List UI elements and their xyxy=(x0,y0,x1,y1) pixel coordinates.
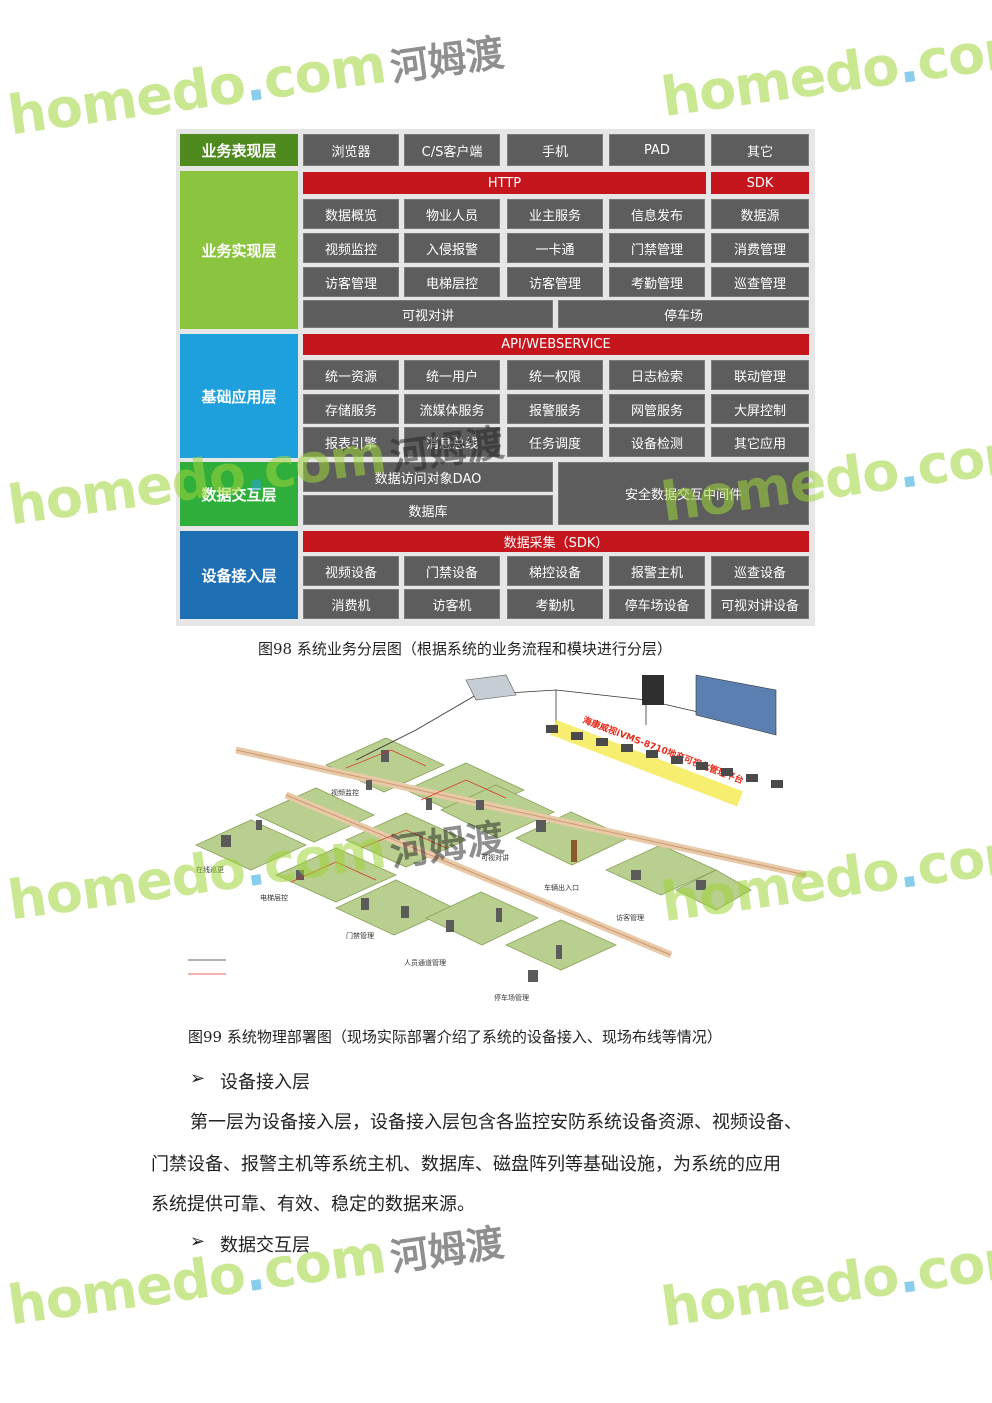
watermark: homedo.com xyxy=(657,13,992,130)
cable-pipes xyxy=(235,746,807,959)
cell-base: 报表引擎 xyxy=(303,427,399,457)
paragraph-line: 门禁设备、报警主机等系统主机、数据库、磁盘阵列等基础设施，为系统的应用 xyxy=(151,1154,781,1175)
cell-impl: 电梯层控 xyxy=(404,267,500,297)
figure-98-caption: 图98 系统业务分层图（根据系统的业务流程和模块进行分层） xyxy=(258,640,672,658)
layer-device-access: 设备接入层 xyxy=(180,531,298,619)
cell-device: 门禁设备 xyxy=(404,556,500,586)
watermark: homedo.com 河姆渡 xyxy=(4,30,507,148)
cell-browser: 浏览器 xyxy=(303,134,399,166)
legend xyxy=(188,959,226,975)
cell-impl: 一卡通 xyxy=(507,233,603,263)
cell-impl: 物业人员 xyxy=(404,199,500,229)
bar-sdk: SDK xyxy=(711,172,809,194)
server-row xyxy=(546,725,783,788)
cell-impl: 信息发布 xyxy=(609,199,705,229)
zone-label-elevator: 电梯层控 xyxy=(260,893,288,902)
cell-base: 设备检测 xyxy=(609,427,705,457)
bullet-icon: ➢ xyxy=(190,1231,206,1252)
bullet-icon: ➢ xyxy=(190,1068,206,1089)
cell-other: 其它 xyxy=(711,134,809,166)
cell-device: 巡查设备 xyxy=(711,556,809,586)
control-center xyxy=(465,674,777,736)
physical-deployment-diagram: 海康威视iVMS-8710地产可视化管理平台 xyxy=(188,674,807,1002)
cell-impl: 考勤管理 xyxy=(609,267,705,297)
cell-impl: 访客管理 xyxy=(507,267,603,297)
cell-pad: PAD xyxy=(609,134,705,166)
cell-impl: 入侵报警 xyxy=(404,233,500,263)
cell-base: 联动管理 xyxy=(711,360,809,390)
cell-security-middleware: 安全数据交互中间件 xyxy=(558,462,809,525)
cell-device: 考勤机 xyxy=(507,589,603,619)
paragraph-line: 第一层为设备接入层，设备接入层包含各监控安防系统设备资源、视频设备、 xyxy=(190,1112,802,1133)
cell-device: 停车场设备 xyxy=(609,589,705,619)
cell-device: 消费机 xyxy=(303,589,399,619)
cell-phone: 手机 xyxy=(507,134,603,166)
layer-implementation: 业务实现层 xyxy=(180,171,298,329)
cell-impl: 数据源 xyxy=(711,199,809,229)
cell-impl: 数据概览 xyxy=(303,199,399,229)
cell-base: 网管服务 xyxy=(609,394,705,424)
cell-base: 统一权限 xyxy=(507,360,603,390)
device-icons xyxy=(221,750,706,982)
cell-base: 统一资源 xyxy=(303,360,399,390)
zone-label-intercom: 可视对讲 xyxy=(481,853,509,862)
cell-base: 其它应用 xyxy=(711,427,809,457)
figure-99-caption: 图99 系统物理部署图（现场实际部署介绍了系统的设备接入、现场布线等情况） xyxy=(188,1028,722,1046)
cell-base: 大屏控制 xyxy=(711,394,809,424)
layer-presentation: 业务表现层 xyxy=(180,134,298,166)
cell-impl: 视频监控 xyxy=(303,233,399,263)
layer-data-interaction: 数据交互层 xyxy=(180,462,298,526)
cell-base: 日志检索 xyxy=(609,360,705,390)
zone-label-turnstile: 人员通道管理 xyxy=(404,958,446,967)
cell-base: 消息总线 xyxy=(404,427,500,457)
bar-api: API/WEBSERVICE xyxy=(303,334,809,355)
paragraph-line: 系统提供可靠、有效、稳定的数据来源。 xyxy=(151,1194,475,1215)
zone-label-access: 门禁管理 xyxy=(346,931,374,940)
cell-impl: 巡查管理 xyxy=(711,267,809,297)
cell-base: 统一用户 xyxy=(404,360,500,390)
zone-label-video: 视频监控 xyxy=(331,788,359,797)
zone-label-vehicle: 车辆出入口 xyxy=(544,883,579,892)
zone-label-visitor: 访客管理 xyxy=(616,913,644,922)
cell-impl: 业主服务 xyxy=(507,199,603,229)
cell-device: 可视对讲设备 xyxy=(711,589,809,619)
cell-impl: 访客管理 xyxy=(303,267,399,297)
bar-http: HTTP xyxy=(303,172,706,194)
cell-device: 访客机 xyxy=(404,589,500,619)
cell-impl: 消费管理 xyxy=(711,233,809,263)
cell-device: 视频设备 xyxy=(303,556,399,586)
section-heading-data-interaction: 数据交互层 xyxy=(220,1235,310,1256)
cell-database: 数据库 xyxy=(303,495,553,525)
cell-intercom: 可视对讲 xyxy=(303,300,553,328)
cell-dao: 数据访问对象DAO xyxy=(303,462,553,492)
system-layer-diagram: 业务表现层 业务实现层 基础应用层 数据交互层 设备接入层 浏览器 C/S客户端… xyxy=(176,129,815,626)
cell-impl: 门禁管理 xyxy=(609,233,705,263)
section-heading-device-access: 设备接入层 xyxy=(220,1072,310,1093)
cell-base: 流媒体服务 xyxy=(404,394,500,424)
bar-data-collect: 数据采集（SDK） xyxy=(303,531,809,552)
cell-base: 任务调度 xyxy=(507,427,603,457)
cell-base: 报警服务 xyxy=(507,394,603,424)
cell-device: 报警主机 xyxy=(609,556,705,586)
cell-base: 存储服务 xyxy=(303,394,399,424)
cell-parking: 停车场 xyxy=(558,300,809,328)
watermark: homedo.com xyxy=(657,1223,992,1340)
watermark: homedo.com 河姆渡 xyxy=(4,1220,507,1338)
internal-wiring xyxy=(290,749,507,883)
layer-base-application: 基础应用层 xyxy=(180,334,298,458)
zone-label-parking: 停车场管理 xyxy=(494,993,529,1002)
cell-device: 梯控设备 xyxy=(507,556,603,586)
zone-label-patrol: 在线巡更 xyxy=(196,865,224,874)
cell-cs-client: C/S客户端 xyxy=(404,134,500,166)
